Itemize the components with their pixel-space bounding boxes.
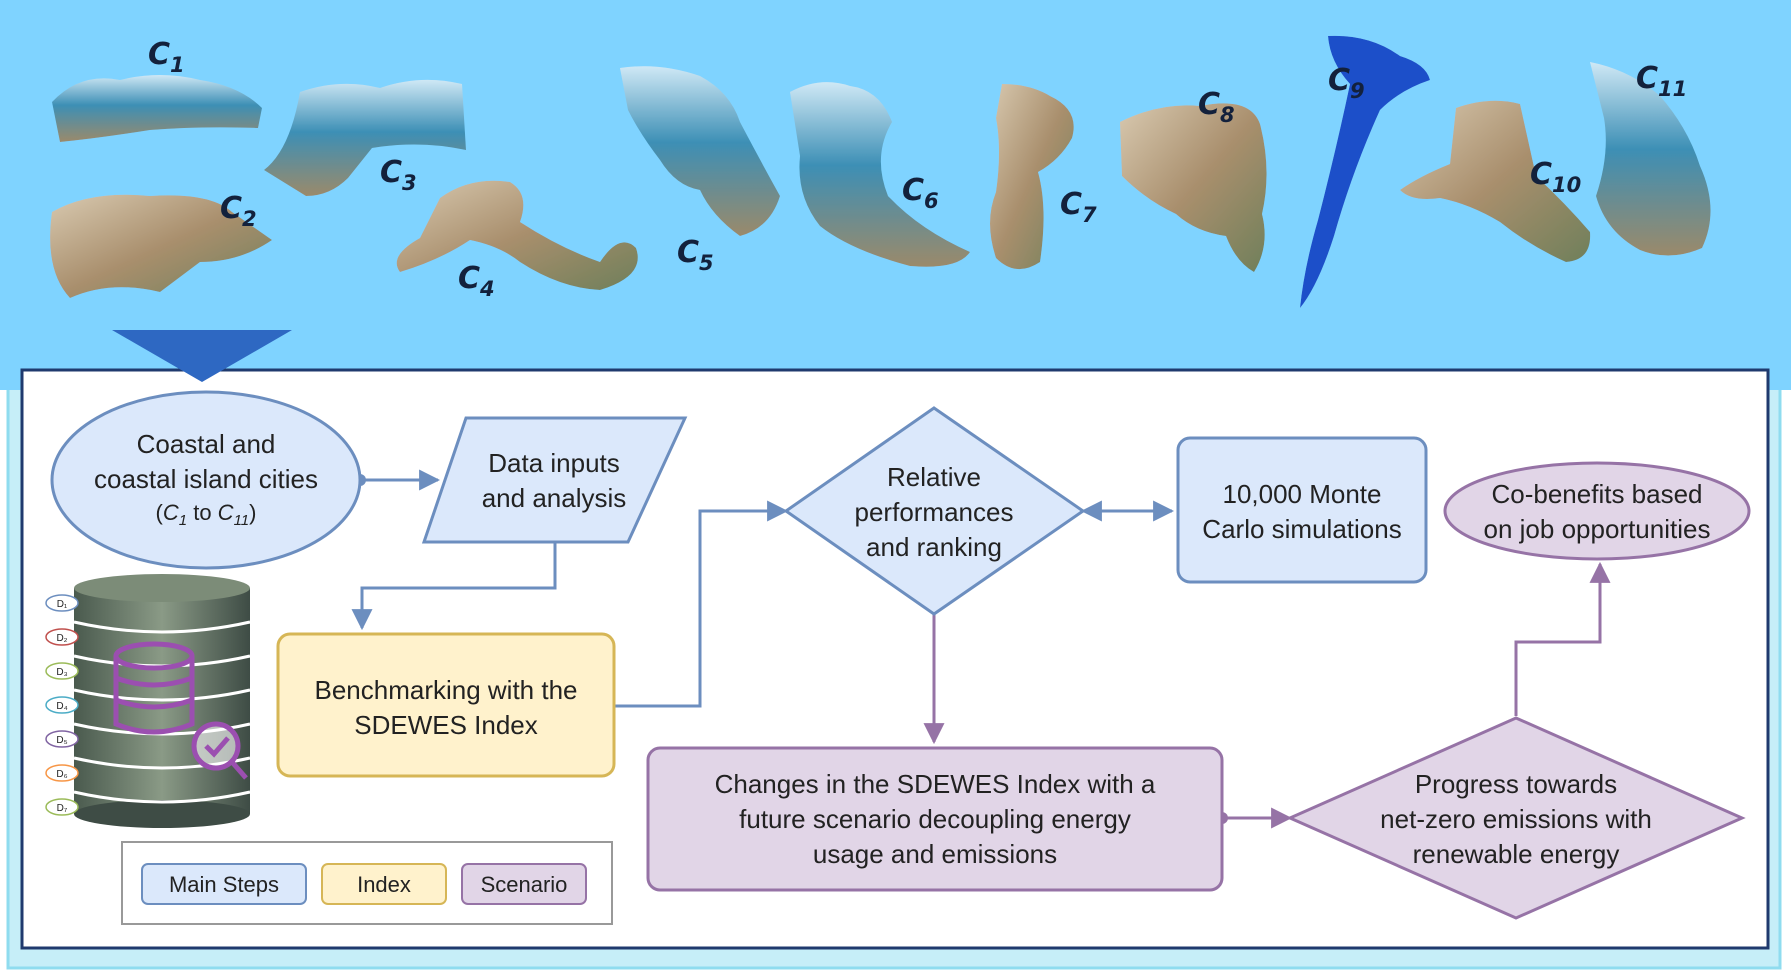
city-shape-c1	[52, 75, 262, 142]
connectors	[351, 469, 1611, 829]
legend-scenario	[461, 863, 587, 905]
node-sdewes-changes: Changes in the SDEWES Index with a futur…	[646, 746, 1224, 892]
city-label: C8	[1198, 87, 1235, 127]
city-label: C9	[1328, 63, 1365, 103]
database-icon	[113, 641, 195, 735]
node-cobenefits: Co-benefits based on job opportunities	[1443, 461, 1751, 561]
city-silhouettes	[50, 35, 1711, 308]
database-tag-label: D₅	[56, 735, 67, 746]
node-coastal-cities: Coastal and coastal island cities (C1 to…	[50, 390, 362, 570]
city-label: C1	[148, 37, 185, 77]
node-label: Progress towards	[1415, 769, 1617, 799]
legend-label: Index	[357, 872, 411, 897]
node-label: Coastal and	[137, 429, 276, 459]
arrow-benchmark-to-ranking	[614, 500, 789, 708]
node-label: 10,000 Monte	[1222, 479, 1381, 509]
database-tag-label: D₄	[56, 701, 67, 712]
node-label: SDEWES Index	[354, 710, 538, 740]
arrow-data-to-benchmark	[351, 542, 557, 631]
node-label: performances	[855, 497, 1014, 527]
legend-label: Main Steps	[169, 872, 279, 897]
node-label: net-zero emissions with	[1380, 804, 1652, 834]
node-label: on job opportunities	[1484, 514, 1711, 544]
node-label: Relative	[887, 462, 981, 492]
database-tag-label: D₆	[56, 769, 67, 780]
city-label: C7	[1060, 187, 1097, 227]
database-tags: D₁ D₂ D₃ D₄ D₅ D₆ D₇	[45, 594, 79, 816]
magnifier-icon	[191, 721, 248, 780]
city-shape-c8	[1120, 103, 1267, 272]
node-label: and ranking	[866, 532, 1002, 562]
city-label: C5	[677, 235, 714, 275]
node-label: and analysis	[482, 483, 627, 513]
city-shape-c4	[396, 180, 638, 290]
legend-label: Scenario	[481, 872, 568, 897]
city-shape-c9	[1300, 35, 1430, 308]
legend-main-steps	[141, 863, 307, 905]
city-shape-c6	[790, 82, 970, 267]
node-label: Data inputs	[488, 448, 620, 478]
node-label: renewable energy	[1413, 839, 1620, 869]
node-label: (C1 to C11)	[156, 500, 257, 529]
node-label: coastal island cities	[94, 464, 318, 494]
city-labels: C1 C2 C3 C4 C5 C6 C7 C8 C9 C10 C11	[148, 37, 1687, 301]
city-shape-c3	[264, 79, 466, 196]
down-pointer	[112, 330, 292, 382]
city-shape-c2	[50, 194, 272, 298]
city-label: C11	[1636, 61, 1687, 101]
city-shape-c10	[1400, 100, 1591, 262]
node-label: usage and emissions	[813, 839, 1057, 869]
node-data-inputs: Data inputs and analysis	[421, 416, 688, 544]
legend-index	[321, 863, 447, 905]
city-shape-c7	[990, 84, 1074, 270]
node-label: Benchmarking with the	[314, 675, 577, 705]
database-illustration	[73, 574, 251, 828]
database-tag-label: D₇	[57, 803, 68, 814]
city-shape-c5	[620, 66, 780, 236]
node-label: future scenario decoupling energy	[739, 804, 1131, 834]
arrow-progress-to-cobenefits	[1514, 561, 1611, 716]
node-monte-carlo: 10,000 Monte Carlo simulations	[1176, 436, 1428, 584]
legend: Main Steps Index Scenario	[121, 841, 613, 925]
city-shape-c11	[1590, 62, 1711, 256]
city-label: C4	[458, 261, 495, 301]
node-benchmarking: Benchmarking with the SDEWES Index	[276, 632, 616, 778]
node-label: Carlo simulations	[1202, 514, 1401, 544]
city-label: C6	[902, 173, 939, 213]
city-label: C10	[1530, 157, 1581, 197]
database-tag-label: D₁	[57, 599, 68, 610]
node-label: Co-benefits based	[1491, 479, 1702, 509]
database-tag-label: D₃	[56, 667, 67, 678]
database-tag-label: D₂	[56, 633, 67, 644]
city-label: C3	[380, 155, 417, 195]
node-relative-ranking: Relative performances and ranking	[783, 406, 1086, 616]
city-label: C2	[220, 191, 257, 231]
node-label: Changes in the SDEWES Index with a	[715, 769, 1156, 799]
node-net-zero-progress: Progress towards net-zero emissions with…	[1286, 716, 1746, 920]
